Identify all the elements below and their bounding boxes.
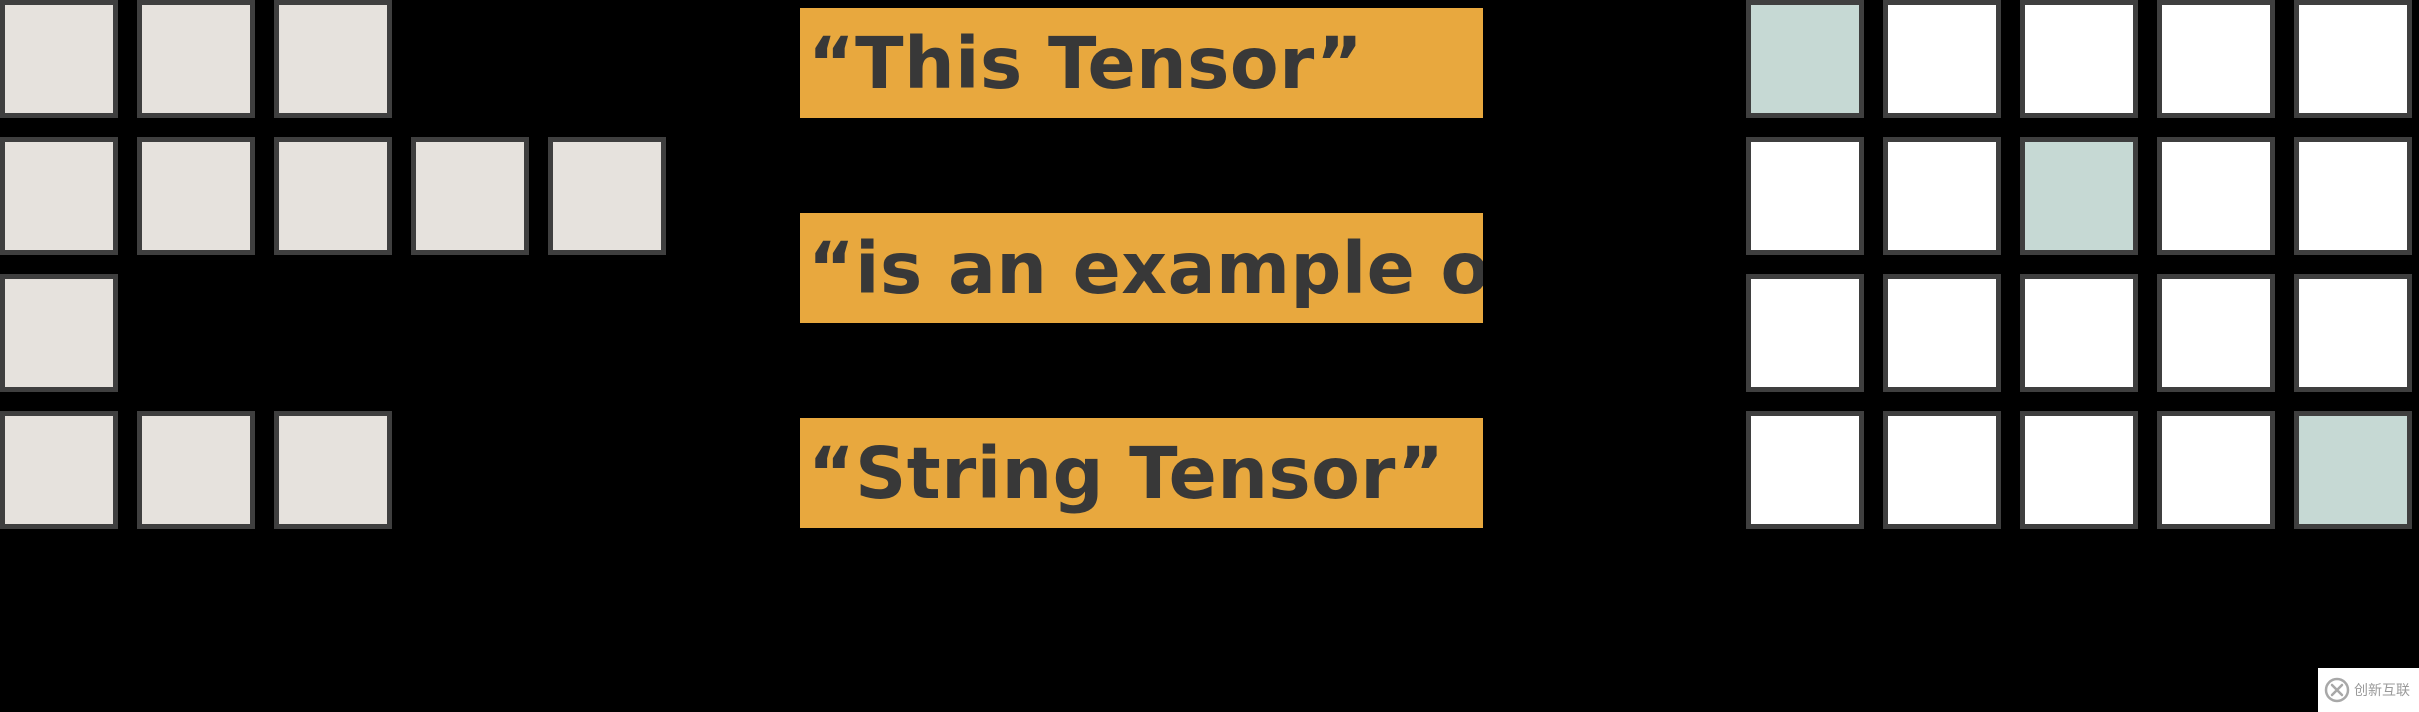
sparse-tensor-empty-cell bbox=[2020, 0, 2138, 118]
ragged-tensor-cell bbox=[137, 0, 255, 118]
string-tensor-item: “This Tensor” bbox=[800, 8, 1483, 118]
sparse-tensor-empty-cell bbox=[2157, 0, 2275, 118]
ragged-tensor-cell bbox=[548, 137, 666, 255]
sparse-tensor-empty-cell bbox=[1883, 0, 2001, 118]
sparse-tensor-empty-cell bbox=[2020, 274, 2138, 392]
string-tensor-item: “is an example of” bbox=[800, 213, 1483, 323]
sparse-tensor-empty-cell bbox=[2294, 137, 2412, 255]
string-tensor-item: “String Tensor” bbox=[800, 418, 1483, 528]
ragged-tensor-cell bbox=[0, 0, 118, 118]
sparse-tensor-filled-cell bbox=[1746, 0, 1864, 118]
sparse-tensor-empty-cell bbox=[1883, 274, 2001, 392]
ragged-tensor-cell bbox=[274, 411, 392, 529]
watermark: 创新互联 bbox=[2318, 668, 2419, 712]
x-circle-logo-icon bbox=[2324, 677, 2350, 703]
sparse-tensor-empty-cell bbox=[2157, 137, 2275, 255]
ragged-tensor-cell bbox=[274, 137, 392, 255]
sparse-tensor-filled-cell bbox=[2020, 137, 2138, 255]
sparse-tensor-empty-cell bbox=[2157, 411, 2275, 529]
sparse-tensor-empty-cell bbox=[2294, 0, 2412, 118]
ragged-tensor-cell bbox=[0, 411, 118, 529]
sparse-tensor-empty-cell bbox=[1883, 411, 2001, 529]
sparse-tensor-empty-cell bbox=[2294, 274, 2412, 392]
sparse-tensor-filled-cell bbox=[2294, 411, 2412, 529]
sparse-tensor-empty-cell bbox=[1746, 411, 1864, 529]
ragged-tensor-cell bbox=[0, 137, 118, 255]
ragged-tensor-cell bbox=[137, 411, 255, 529]
sparse-tensor-empty-cell bbox=[2020, 411, 2138, 529]
watermark-text: 创新互联 bbox=[2354, 683, 2410, 699]
sparse-tensor-empty-cell bbox=[1883, 137, 2001, 255]
ragged-tensor-cell bbox=[274, 0, 392, 118]
sparse-tensor-empty-cell bbox=[1746, 137, 1864, 255]
sparse-tensor-empty-cell bbox=[2157, 274, 2275, 392]
ragged-tensor-cell bbox=[137, 137, 255, 255]
ragged-tensor-cell bbox=[411, 137, 529, 255]
ragged-tensor-cell bbox=[0, 274, 118, 392]
sparse-tensor-empty-cell bbox=[1746, 274, 1864, 392]
